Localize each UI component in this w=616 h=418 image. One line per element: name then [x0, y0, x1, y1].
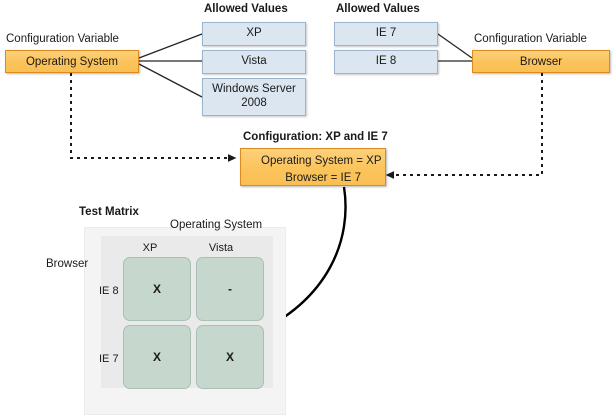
matrix-x-axis-label: Operating System: [170, 219, 263, 231]
left-allowed-values-header: Allowed Values: [204, 3, 288, 15]
allowed-value-xp[interactable]: XP: [202, 22, 306, 46]
variable-box-operating-system[interactable]: Operating System: [5, 50, 139, 73]
os-value-links: [138, 33, 203, 98]
browser-value-links: [437, 33, 473, 62]
matrix-column-header-vista: Vista: [208, 242, 234, 254]
matrix-row-header-ie8: IE 8: [99, 285, 119, 297]
allowed-value-ie8[interactable]: IE 8: [334, 50, 438, 74]
right-variable-caption: Configuration Variable: [474, 33, 587, 45]
test-matrix-title: Test Matrix: [79, 206, 139, 218]
allowed-value-ie7[interactable]: IE 7: [334, 22, 438, 46]
browser-to-config-dashed: [385, 73, 543, 179]
matrix-cell-ie7-xp[interactable]: X: [123, 325, 191, 389]
allowed-value-windows-server-2008[interactable]: Windows Server 2008: [202, 78, 306, 116]
matrix-row-header-ie7: IE 7: [99, 353, 119, 365]
configuration-line-browser: Browser = IE 7: [285, 171, 361, 184]
right-allowed-values-header: Allowed Values: [336, 3, 420, 15]
configuration-box[interactable]: Operating System = XP Browser = IE 7: [240, 148, 386, 186]
allowed-value-vista[interactable]: Vista: [202, 50, 306, 74]
variable-box-browser[interactable]: Browser: [472, 50, 610, 73]
matrix-cell-ie8-vista[interactable]: -: [196, 257, 264, 321]
configuration-line-os: Operating System = XP: [261, 155, 382, 167]
configuration-title: Configuration: XP and IE 7: [243, 131, 388, 143]
matrix-column-header-xp: XP: [142, 242, 158, 254]
matrix-y-axis-label: Browser: [46, 258, 89, 270]
left-variable-caption: Configuration Variable: [6, 33, 119, 45]
matrix-cell-ie7-vista[interactable]: X: [196, 325, 264, 389]
matrix-cell-ie8-xp[interactable]: X: [123, 257, 191, 321]
